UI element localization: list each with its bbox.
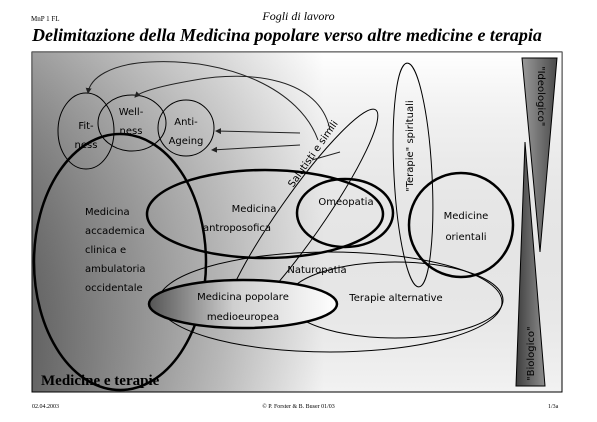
terapie-spirituali-label: "Terapie" spirituali xyxy=(405,100,416,192)
orientali-label-2: orientali xyxy=(445,232,486,243)
footer-page: 1/3a xyxy=(548,404,559,410)
footer-date: 02.04.2003 xyxy=(32,404,59,410)
accademica-line-5: occidentale xyxy=(85,283,143,294)
bottom-label: Medicine e terapie xyxy=(41,373,160,389)
page-title: Delimitazione della Medicina popolare ve… xyxy=(32,25,542,45)
wellness-circle xyxy=(97,94,167,152)
terapie-spirituali-ellipse xyxy=(392,62,434,288)
omeopatia-ellipse xyxy=(295,177,395,249)
footer-copyright: © P. Forster & B. Buser 01/03 xyxy=(262,404,335,410)
accademica-line-1: Medicina xyxy=(85,207,130,218)
fitness-label-1: Fit- xyxy=(78,121,94,132)
accademica-line-2: accademica xyxy=(85,226,145,237)
omeopatia-label: Omeopatia xyxy=(318,197,373,208)
arrow-to-antiageing-2 xyxy=(211,144,301,153)
terapie-alternative-label: Terapie alternative xyxy=(348,293,442,304)
wellness-label-1: Well- xyxy=(119,107,144,118)
popolare-label-1: Medicina popolare xyxy=(197,292,289,303)
antroposofica-label-2: antroposofica xyxy=(203,223,271,234)
antiageing-circle xyxy=(157,99,215,157)
fitness-label-2: ness xyxy=(75,140,98,151)
arrow-to-antiageing xyxy=(215,128,301,135)
page-subtitle: Fogli di lavoro xyxy=(262,9,335,23)
medicina-antroposofica-ellipse xyxy=(145,168,385,260)
medicina-accademica-ellipse xyxy=(32,132,208,392)
wellness-label-2: ness xyxy=(120,126,143,137)
accademica-line-3: clinica e xyxy=(85,245,126,256)
accademica-line-4: ambulatoria xyxy=(85,264,146,275)
arrow-connector xyxy=(311,151,341,161)
ideologico-triangle xyxy=(521,57,558,253)
biologico-label: "Biologico" xyxy=(526,326,537,381)
naturopatia-label: Naturopatia xyxy=(287,265,346,276)
biologico-triangle xyxy=(515,141,546,387)
popolare-label-2: medioeuropea xyxy=(207,312,279,323)
orientali-label-1: Medicine xyxy=(444,211,489,222)
arrow-to-fitness xyxy=(85,61,319,141)
antroposofica-label-1: Medicina xyxy=(232,204,277,215)
arrow-to-wellness xyxy=(134,75,331,131)
medicina-popolare-ellipse xyxy=(147,278,339,330)
document-code: MnP 1 FL xyxy=(31,15,60,23)
antiageing-label-1: Anti- xyxy=(174,117,198,128)
antiageing-label-2: Ageing xyxy=(169,136,204,147)
background-shade xyxy=(32,52,562,392)
ideologico-label: "Ideologico" xyxy=(535,66,546,126)
medicine-orientali-circle xyxy=(407,171,515,279)
